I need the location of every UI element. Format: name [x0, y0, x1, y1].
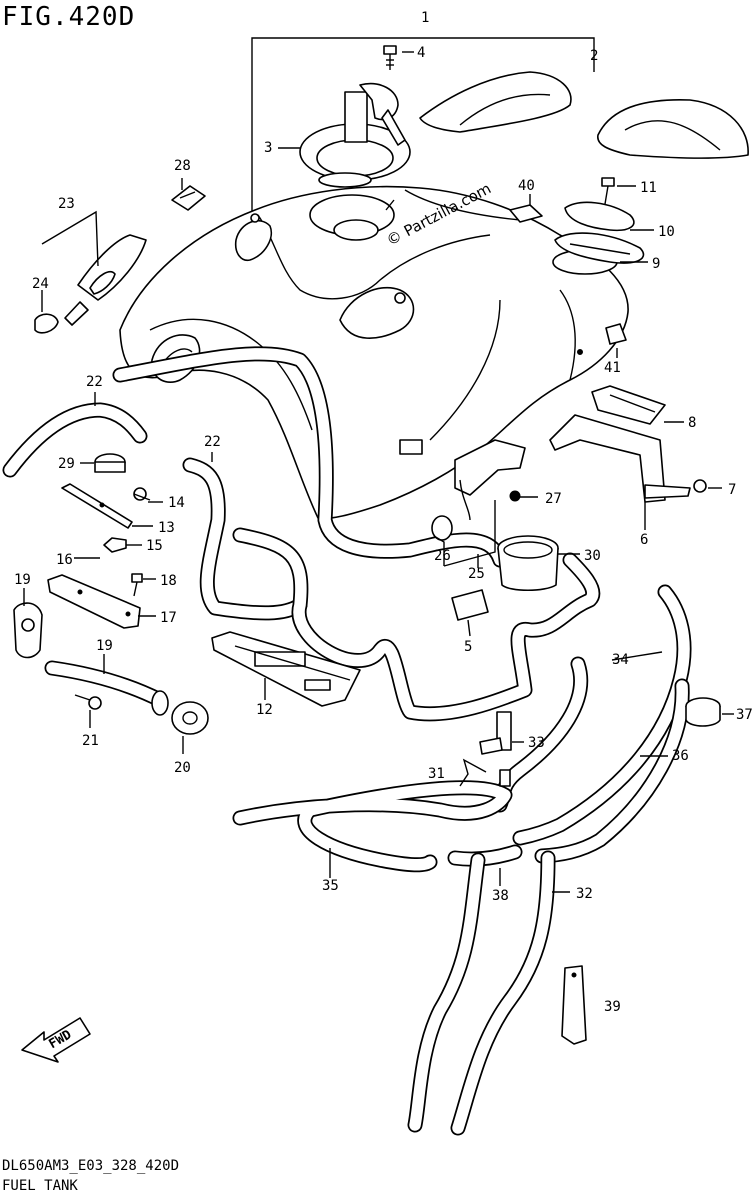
plate-17[interactable] [47, 574, 141, 629]
gasket-9[interactable] [554, 232, 645, 264]
callout[interactable]: 1 [421, 10, 429, 26]
joint-33[interactable] [479, 711, 512, 787]
bolt-21[interactable] [74, 694, 102, 710]
callout[interactable]: 24 [32, 276, 49, 292]
fwd-arrow-icon: FWD [21, 1017, 91, 1063]
grommet-37[interactable] [685, 697, 721, 727]
callout[interactable]: 41 [604, 360, 621, 376]
pad-8[interactable] [591, 385, 666, 425]
bolt-27[interactable] [509, 490, 521, 502]
ring-30[interactable] [497, 535, 559, 592]
callout[interactable]: 14 [168, 495, 185, 511]
cap-24[interactable] [34, 313, 59, 334]
bolt-18[interactable] [131, 573, 143, 597]
callout[interactable]: 8 [688, 415, 696, 431]
callout[interactable]: 39 [604, 999, 621, 1015]
grommet-20[interactable] [151, 690, 209, 735]
callout[interactable]: 22 [86, 374, 103, 390]
callout[interactable]: 2 [590, 48, 598, 64]
figure-caption: FUEL TANK [2, 1178, 78, 1194]
decal-2[interactable] [419, 71, 749, 159]
callout[interactable]: 27 [545, 491, 562, 507]
callout[interactable]: 31 [428, 766, 445, 782]
callout[interactable]: 4 [417, 45, 425, 61]
callout[interactable]: 38 [492, 888, 509, 904]
callout[interactable]: 21 [82, 733, 99, 749]
strap-39[interactable] [561, 965, 587, 1045]
nut-15[interactable] [103, 537, 127, 553]
callout[interactable]: 5 [464, 639, 472, 655]
screw-14[interactable] [133, 487, 151, 501]
callout[interactable]: 11 [640, 180, 657, 196]
plate-10[interactable] [564, 201, 635, 232]
pad-5[interactable] [451, 589, 489, 621]
callout[interactable]: 33 [528, 735, 545, 751]
callout[interactable]: 12 [256, 702, 273, 718]
fuel-cap[interactable] [299, 83, 411, 188]
callout[interactable]: 13 [158, 520, 175, 536]
tray-12[interactable] [211, 631, 361, 707]
strap-13[interactable] [61, 483, 133, 529]
callout[interactable]: 35 [322, 878, 339, 894]
callout[interactable]: 36 [672, 748, 689, 764]
callout[interactable]: 29 [58, 456, 75, 472]
callout[interactable]: 19 [14, 572, 31, 588]
callout[interactable]: 7 [728, 482, 736, 498]
bracket-25[interactable] [454, 439, 526, 521]
callout[interactable]: 3 [264, 140, 272, 156]
callout[interactable]: 17 [160, 610, 177, 626]
clip-28[interactable] [171, 185, 206, 211]
callout[interactable]: 19 [96, 638, 113, 654]
callout[interactable]: 20 [174, 760, 191, 776]
figure-title: FIG.420D [2, 2, 136, 32]
bracket-19[interactable] [13, 602, 43, 659]
callout[interactable]: 32 [576, 886, 593, 902]
callout[interactable]: 10 [658, 224, 675, 240]
hose-set [2, 346, 692, 1136]
callout[interactable]: 37 [736, 707, 753, 723]
callout[interactable]: 6 [640, 532, 648, 548]
callout[interactable]: 34 [612, 652, 629, 668]
panel-23[interactable] [64, 234, 147, 326]
callout[interactable]: 23 [58, 196, 75, 212]
callouts: 1 2 3 4 5 6 7 8 9 10 11 12 13 14 15 16 1… [14, 10, 753, 1015]
callout[interactable]: 30 [584, 548, 601, 564]
callout[interactable]: 28 [174, 158, 191, 174]
leader-lines [23, 51, 734, 893]
callout[interactable]: 40 [518, 178, 535, 194]
fuel-tank[interactable] [119, 185, 629, 520]
model-code: DL650AM3_E03_328_420D [2, 1158, 180, 1174]
callout[interactable]: 18 [160, 573, 177, 589]
callout[interactable]: 26 [434, 548, 451, 564]
pad-41[interactable] [605, 323, 627, 345]
assembly-bracket [251, 37, 595, 250]
callout[interactable]: 16 [56, 552, 73, 568]
cushion-29[interactable] [94, 453, 126, 473]
callout[interactable]: 25 [468, 566, 485, 582]
callout[interactable]: 15 [146, 538, 163, 554]
callout[interactable]: 22 [204, 434, 221, 450]
bolt-7[interactable] [693, 479, 707, 493]
bracket-6[interactable] [549, 414, 691, 503]
callout[interactable]: 9 [652, 256, 660, 272]
screw-4[interactable] [383, 45, 397, 70]
pad-40[interactable] [509, 204, 543, 223]
